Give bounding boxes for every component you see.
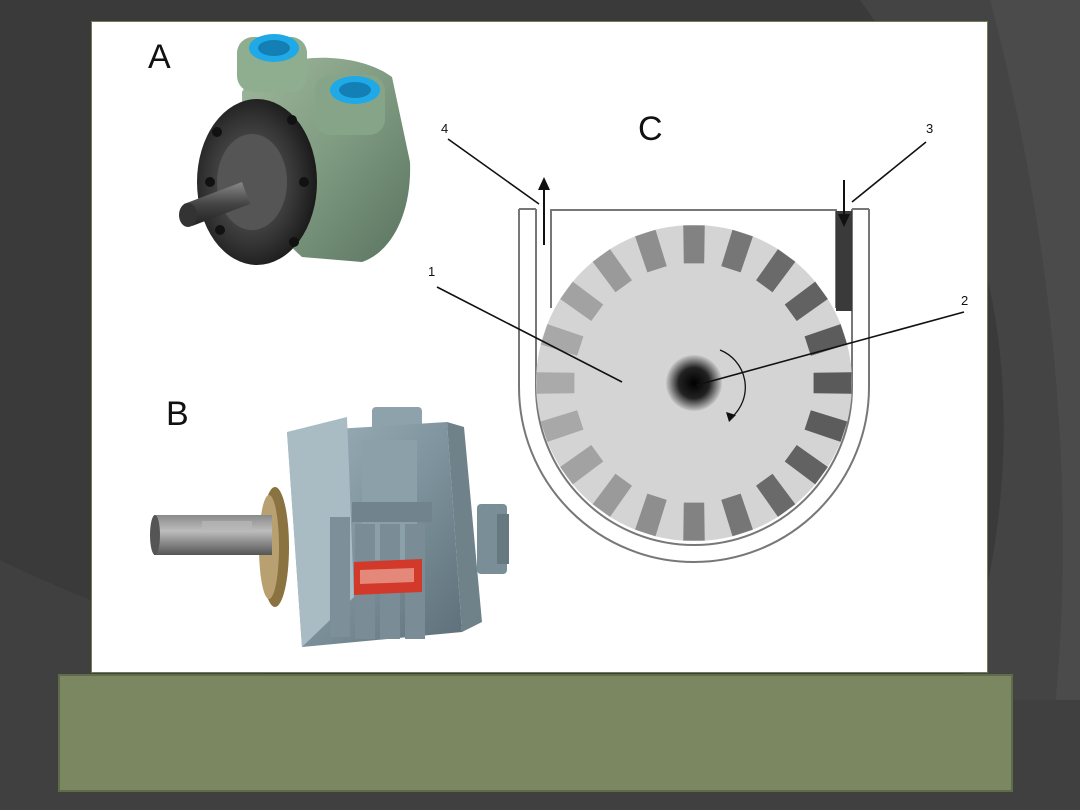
rotor-vane xyxy=(540,410,584,442)
figure-panel: A B C 1 2 3 4 xyxy=(91,21,988,673)
rotor-vane xyxy=(536,372,575,394)
label-c: C xyxy=(638,110,663,148)
label-a: A xyxy=(148,38,171,76)
rotor-vane xyxy=(560,445,604,485)
rotor-vane xyxy=(756,473,796,517)
callout-4: 4 xyxy=(441,121,449,136)
rotor-vane xyxy=(784,281,828,321)
rotor-vane xyxy=(784,445,828,485)
callout-1: 1 xyxy=(428,264,436,279)
pump-b-illustration xyxy=(150,407,509,647)
callout-2: 2 xyxy=(961,293,969,308)
rotor-vanes xyxy=(536,225,852,541)
rotor-vane xyxy=(683,225,705,264)
caption-box xyxy=(58,674,1013,792)
rotor-vane xyxy=(592,473,632,517)
rotor-vane xyxy=(804,324,848,356)
rotor-vane xyxy=(721,229,753,273)
rotor-vane xyxy=(721,493,753,537)
rotor-vane xyxy=(540,324,584,356)
callout-3: 3 xyxy=(926,121,934,136)
rotor-vane xyxy=(635,229,667,273)
label-b: B xyxy=(166,395,189,433)
figure-drawing xyxy=(150,34,965,647)
rotor-vane xyxy=(804,410,848,442)
rotor-vane xyxy=(635,493,667,537)
rotor-vane xyxy=(683,502,705,541)
rotor-vane xyxy=(813,372,852,394)
rotor-vane xyxy=(592,249,632,293)
rotor-vane xyxy=(756,249,796,293)
vane-pump-schematic xyxy=(436,138,965,563)
pump-a-illustration xyxy=(179,34,411,265)
rotor-vane xyxy=(560,281,604,321)
